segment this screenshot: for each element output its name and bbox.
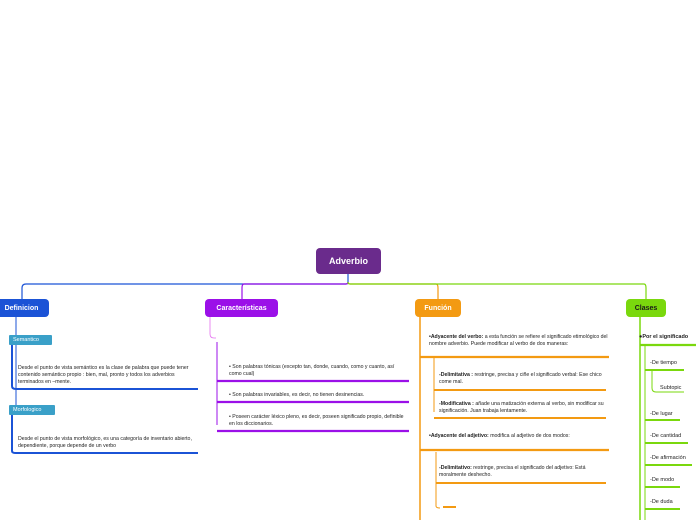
connector-subtopic (651, 371, 684, 393)
text-funcion-adyacente-verbo[interactable]: •Adyacente del verbo: a esta función se … (429, 334, 609, 348)
desc-delimitativa: restringe, precisa y ciñe el significado… (439, 372, 602, 385)
desc-delimitativo-adjetivo: restringe, precisa el significado del ad… (439, 465, 586, 478)
label-adyacente-adjetivo: •Adyacente del adjetivo: (429, 433, 489, 439)
subtopic-semantico[interactable]: Semantico (9, 335, 52, 345)
text-caracteristica-1[interactable]: • Son palabras tónicas (excepto tan, don… (229, 364, 395, 377)
desc-adyacente-verbo: a esta función se refiere el significado… (429, 334, 608, 347)
text-funcion-delimitativa[interactable]: -Delimitativa : restringe, precisa y ciñ… (439, 372, 607, 386)
label-adyacente-verbo: •Adyacente del verbo: (429, 334, 484, 340)
text-subtopic[interactable]: Subtopic (660, 385, 682, 391)
text-caracteristica-2[interactable]: • Son palabras invariables, es decir, no… (229, 392, 365, 398)
text-clase-cantidad[interactable]: -De cantidad (650, 433, 682, 439)
root-topic-adverbio[interactable]: Adverbio (316, 248, 381, 274)
text-morfologico[interactable]: Desde el punto de vista morfológico, es … (18, 436, 192, 449)
connector-car-top (209, 317, 216, 339)
text-funcion-adyacente-adjetivo[interactable]: •Adyacente del adjetivo: modifica al adj… (429, 433, 609, 440)
label-modificativa: -Modificativa : (439, 401, 474, 407)
text-clase-lugar[interactable]: -De lugar (650, 411, 673, 417)
label-delimitativa: -Delimitativa : (439, 372, 474, 378)
desc-modificativa: añade una matización externa al verbo, s… (439, 401, 604, 414)
text-semantico[interactable]: Desde el punto de vista semántico es la … (18, 365, 189, 385)
text-caracteristica-3[interactable]: • Poseen carácter léxico pleno, es decir… (229, 414, 404, 427)
connector-sem-text (11, 345, 198, 390)
text-funcion-delimitativo-adjetivo[interactable]: -Delimitativo: restringe, precisa el sig… (439, 465, 607, 479)
text-clase-tiempo[interactable]: -De tiempo (650, 360, 677, 366)
connector-definicion (21, 274, 349, 299)
text-clase-modo[interactable]: -De modo (650, 477, 675, 483)
subtopic-morfologico[interactable]: Morfologico (9, 405, 55, 415)
connector-fun-2-children (435, 452, 441, 509)
text-clase-afirmacion[interactable]: -De afirmación (650, 455, 686, 461)
topic-definicion[interactable]: Definicion (0, 299, 49, 317)
topic-clases[interactable]: Clases (626, 299, 666, 317)
label-delimitativo-adjetivo: -Delimitativo: (439, 465, 472, 471)
desc-adyacente-adjetivo: modifica al adjetivo de dos modos: (488, 433, 570, 439)
connector-caracteristicas (241, 281, 349, 299)
text-clases-por-significado[interactable]: ●Por el significado (639, 334, 689, 340)
text-clase-duda[interactable]: -De duda (650, 499, 673, 505)
connector-clases (347, 281, 647, 299)
connector-mor-text (11, 415, 198, 454)
topic-funcion[interactable]: Función (415, 299, 461, 317)
topic-caracteristicas[interactable]: Características (205, 299, 278, 317)
text-funcion-modificativa[interactable]: -Modificativa : añade una matización ext… (439, 401, 607, 415)
